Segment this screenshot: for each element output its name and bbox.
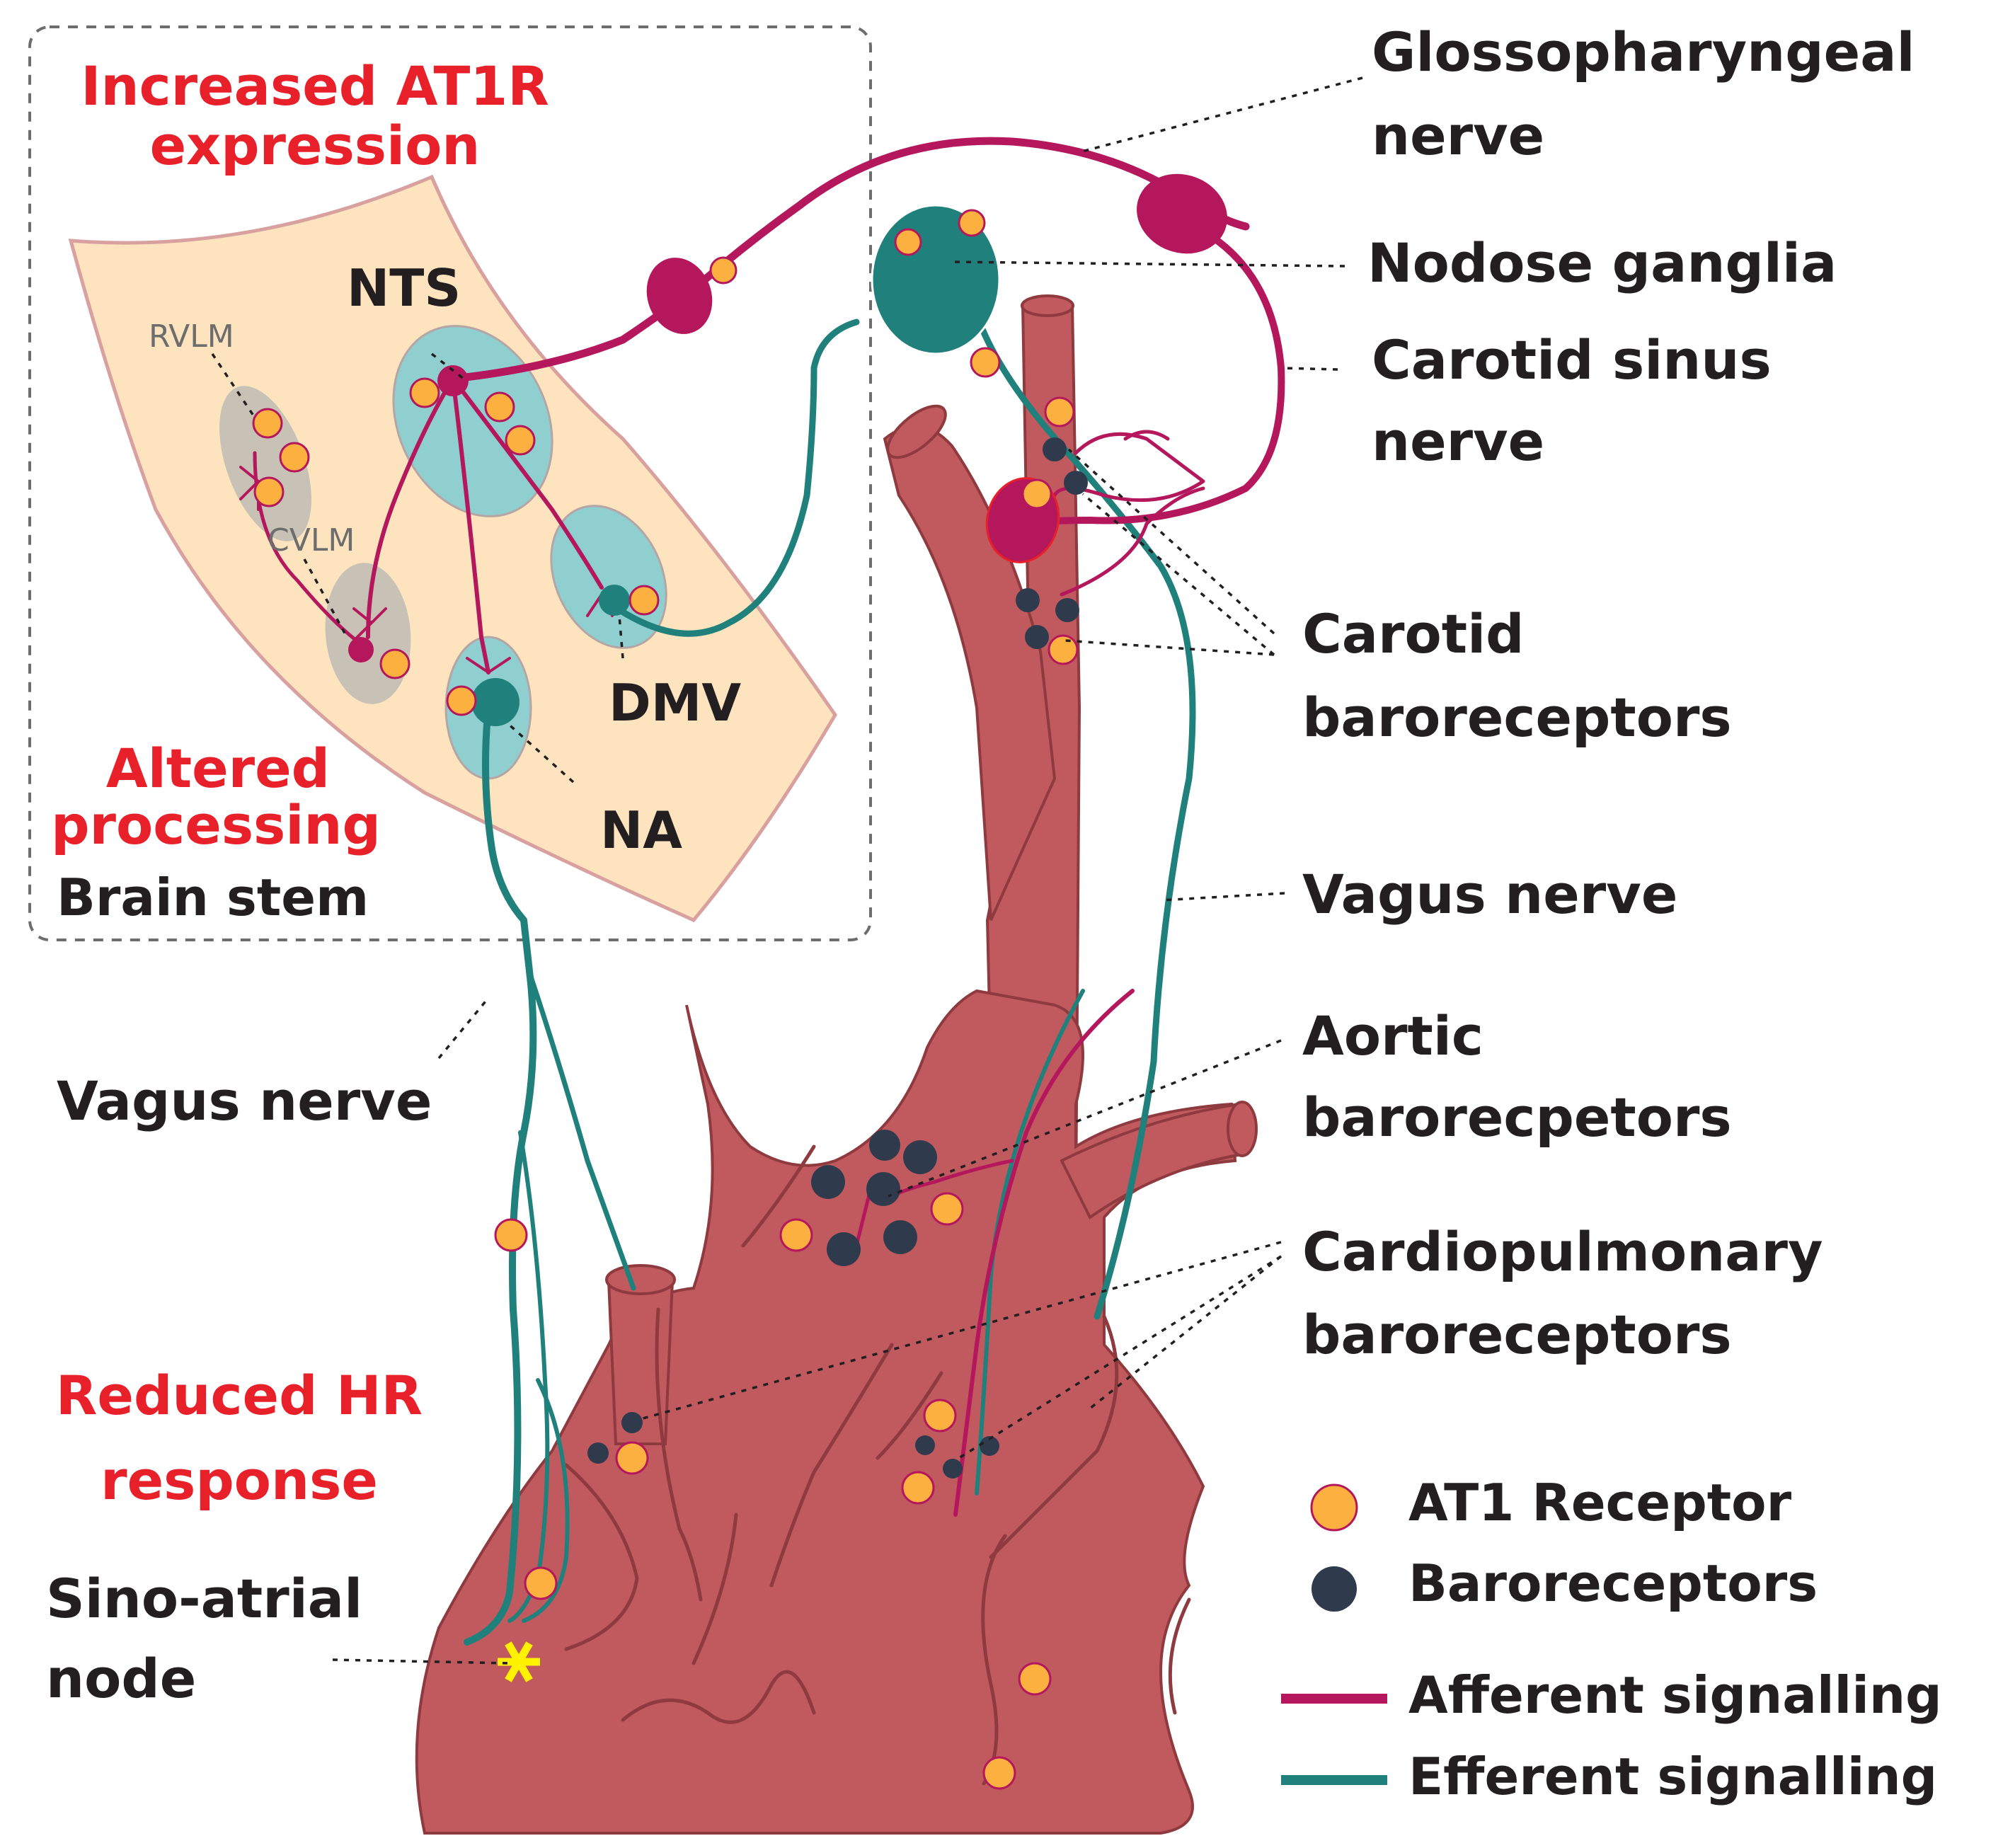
ganglion-right <box>1137 173 1227 254</box>
heart <box>415 294 1258 1835</box>
aortic-line1: Aortic <box>1302 1004 1483 1067</box>
legend-at1-label: AT1 Receptor <box>1408 1473 1792 1532</box>
aortic-line2: barorecpetors <box>1302 1086 1732 1149</box>
reduced-hr-line2: response <box>101 1449 378 1512</box>
glossopharyngeal-line2: nerve <box>1372 104 1544 167</box>
baroreceptor-dots <box>587 437 1088 1479</box>
sa-node-line1: Sino-atrial <box>46 1567 362 1630</box>
brain-stem-label: Brain stem <box>57 868 369 927</box>
rvlm-label: RVLM <box>149 318 234 355</box>
increased-at1r-line2: expression <box>150 114 481 177</box>
carotid-baro-line1: Carotid <box>1302 602 1525 665</box>
cardio-line2: baroreceptors <box>1302 1303 1732 1366</box>
increased-at1r-line1: Increased AT1R <box>81 54 549 117</box>
legend-baro-label: Baroreceptors <box>1408 1554 1818 1613</box>
legend-efferent-label: Efferent signalling <box>1408 1747 1937 1806</box>
dmv-label: DMV <box>609 673 741 733</box>
legend: AT1 Receptor Baroreceptors Afferent sign… <box>1281 1473 1942 1806</box>
legend-at1-swatch <box>1310 1483 1358 1532</box>
nts-label: NTS <box>347 258 461 318</box>
right-labels: Glossopharyngeal nerve Nodose ganglia Ca… <box>1302 21 1915 1366</box>
carotid-sinus-line2: nerve <box>1372 410 1544 473</box>
left-labels: Vagus nerve Reduced HR response Sino-atr… <box>46 1069 432 1710</box>
glossopharyngeal-line1: Glossopharyngeal <box>1372 21 1915 84</box>
legend-baro-swatch <box>1312 1566 1357 1612</box>
rvlm-nucleus <box>219 386 311 541</box>
legend-afferent-label: Afferent signalling <box>1408 1665 1942 1725</box>
carotid-baro-line2: baroreceptors <box>1302 686 1732 749</box>
reduced-hr-line1: Reduced HR <box>56 1364 423 1427</box>
carotid-sinus-line1: Carotid sinus <box>1372 328 1772 391</box>
altered-line1: Altered <box>106 737 330 800</box>
at1-receptor-dots <box>252 209 1079 1790</box>
vagus-left-label: Vagus nerve <box>57 1069 432 1132</box>
cvlm-label: CVLM <box>268 522 355 558</box>
inset-labels: Increased AT1R expression NTS RVLM CVLM … <box>51 54 741 927</box>
nodose-label: Nodose ganglia <box>1367 231 1837 294</box>
sa-node-line2: node <box>46 1647 196 1710</box>
vagus-right-label: Vagus nerve <box>1302 863 1677 926</box>
brainstem-somas <box>348 365 630 726</box>
leader-lines <box>211 76 1363 1665</box>
cardio-line1: Cardiopulmonary <box>1302 1220 1823 1283</box>
afferent-pathways <box>239 137 1285 1517</box>
altered-line2: processing <box>51 793 381 856</box>
na-label: NA <box>600 800 682 860</box>
sa-node-star <box>498 1641 540 1682</box>
ganglion-left <box>646 258 713 334</box>
